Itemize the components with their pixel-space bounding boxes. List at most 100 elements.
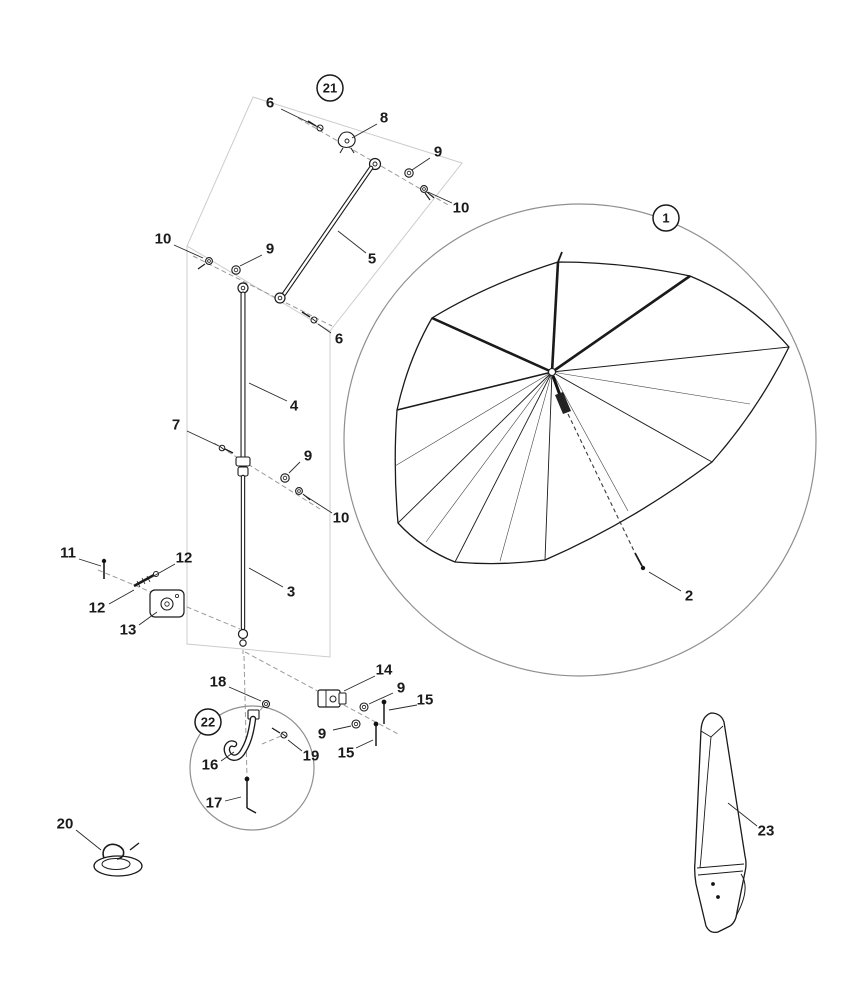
leader-line-part-16 (220, 751, 235, 762)
circle-1-enclosure (343, 203, 817, 677)
canopy-hub (547, 367, 557, 377)
part-label-14: 14 (376, 662, 393, 679)
callout-1: 1 (652, 204, 680, 232)
part-23-storage-bag (694, 712, 747, 934)
leader-line-part-2 (648, 571, 682, 592)
part-label-10: 10 (155, 231, 172, 248)
umbrella-canopy-drawing (394, 251, 790, 571)
leader-line-part-9 (239, 254, 263, 267)
leader-line-part-4 (248, 382, 288, 402)
part-label-6: 6 (335, 331, 343, 348)
upper-strut-assembly (197, 120, 435, 324)
part-label-23: 23 (758, 823, 775, 840)
part-label-3: 3 (287, 584, 295, 601)
callout-22: 22 (194, 708, 222, 736)
leader-line-part-9 (288, 461, 301, 474)
part-label-16: 16 (202, 757, 219, 774)
part-label-2: 2 (685, 588, 693, 605)
part-15-pin-upper (381, 699, 387, 724)
part-label-12: 12 (89, 600, 106, 617)
part-3-lower-pole (237, 474, 249, 647)
part-label-5: 5 (368, 251, 376, 268)
leader-line-part-8 (351, 123, 378, 139)
part-label-9: 9 (304, 448, 312, 465)
main-pole-assembly (218, 282, 311, 647)
leader-line-part-10 (427, 191, 453, 204)
part-label-13: 13 (120, 622, 137, 639)
part-4-upper-pole (237, 282, 249, 461)
leader-line-part-3 (248, 567, 284, 588)
leader-line-part-15 (388, 704, 418, 711)
leader-line-part-18 (228, 686, 262, 702)
part-label-17: 17 (206, 795, 223, 812)
part-14-bracket (317, 689, 347, 708)
part-label-9: 9 (318, 726, 326, 743)
part-label-8: 8 (380, 110, 388, 127)
leader-line-part-20 (75, 829, 102, 851)
part-label-6: 6 (266, 95, 274, 112)
callout-label-21: 21 (323, 81, 337, 96)
part-label-15: 15 (417, 692, 434, 709)
part-13-clamp-bracket (149, 589, 185, 618)
leader-lines (75, 108, 758, 851)
part-8-cap (337, 131, 356, 154)
leader-line-part-14 (343, 675, 376, 692)
callout-21: 21 (316, 74, 344, 102)
part-label-9: 9 (434, 144, 442, 161)
part-17-pin (244, 776, 257, 814)
part-20-ground-anchor (93, 842, 143, 877)
clamp-assembly (101, 558, 185, 618)
construction-planes (186, 96, 463, 658)
pole-connector-sleeve (235, 456, 251, 477)
leader-line-part-5 (337, 230, 367, 254)
callout-circles: 21 1 22 (194, 74, 680, 736)
leader-line-part-6 (280, 108, 319, 128)
bottom-bracket-assembly (317, 689, 387, 746)
part-9-nut-bracket-upper (359, 702, 369, 712)
part-16-hook (223, 709, 260, 761)
part-label-15: 15 (338, 745, 355, 762)
leader-line-part-10 (173, 244, 204, 259)
part-label-9: 9 (397, 680, 405, 697)
leader-line-part-15 (355, 739, 374, 749)
part-6-screw-lower (301, 311, 318, 324)
part-label-12: 12 (176, 550, 193, 567)
callout-label-1: 1 (662, 211, 669, 226)
part-label-10: 10 (453, 200, 470, 217)
part-11-pin (101, 558, 107, 579)
part-label-4: 4 (290, 398, 299, 415)
leader-line-part-6 (317, 323, 332, 334)
umbrella-pole (551, 375, 636, 554)
part-label-20: 20 (57, 816, 74, 833)
canopy-finial (557, 251, 563, 263)
circle-22-enclosure (189, 705, 315, 831)
leader-line-part-23 (727, 802, 758, 827)
leader-line-part-9 (332, 725, 352, 731)
leader-line-part-7 (186, 430, 220, 447)
part-label-18: 18 (210, 674, 227, 691)
part-9-nut-middle (280, 473, 290, 483)
part-9-nut-upper-right (404, 168, 414, 178)
part-9-nut-upper-left (231, 265, 241, 275)
canopy-ribs (396, 261, 790, 563)
part-7-screw (218, 444, 234, 454)
hook-assembly (223, 699, 288, 814)
part-10-washer-upper-right (420, 185, 435, 201)
part-2-pole-tip (634, 552, 646, 571)
leader-line-part-10 (303, 494, 333, 514)
part-10-washer-upper-left (197, 257, 213, 270)
canopy-outline (394, 261, 790, 565)
part-label-19: 19 (303, 748, 320, 765)
leader-line-part-12 (151, 563, 176, 578)
part-label-11: 11 (60, 545, 76, 562)
callout-label-22: 22 (201, 715, 215, 730)
part-label-10: 10 (333, 510, 350, 527)
part-5-strut-tube (274, 165, 374, 304)
canopy-fold-lines (394, 371, 751, 562)
part-15-pin-lower (373, 721, 379, 746)
leader-line-part-11 (78, 558, 102, 567)
leader-line-part-19 (287, 739, 303, 752)
part-label-9: 9 (266, 241, 274, 258)
